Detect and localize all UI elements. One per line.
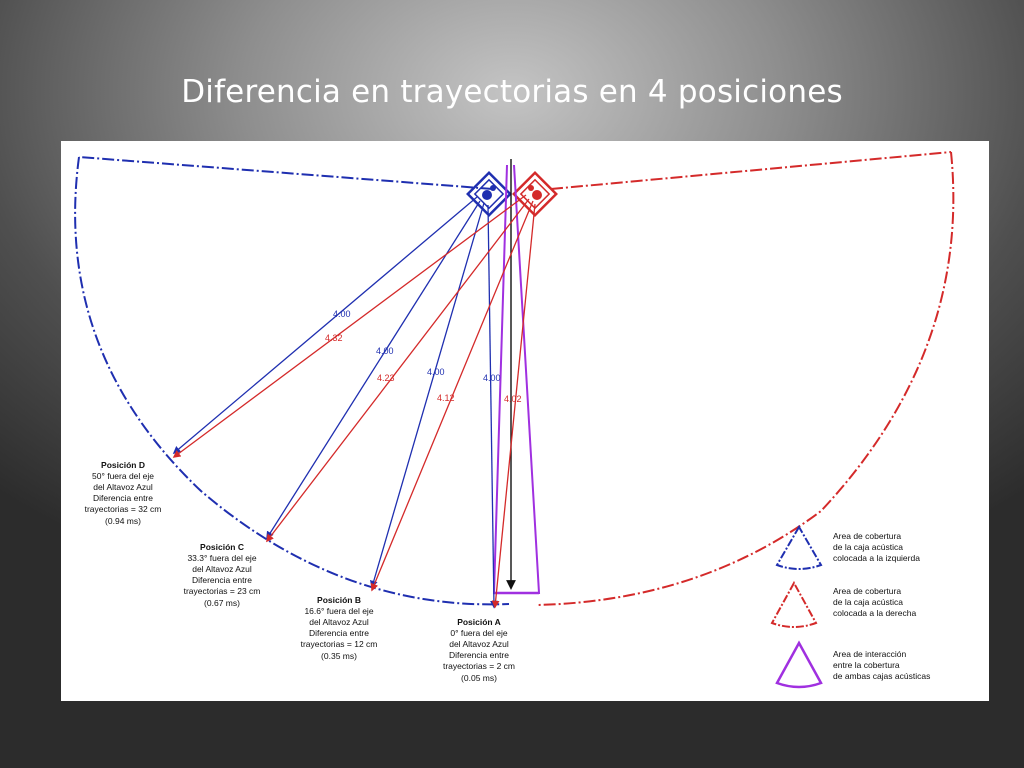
position-d-note: Posición D 50° fuera del eje del Altavoz…	[85, 460, 162, 526]
svg-text:(0.05 ms): (0.05 ms)	[461, 673, 497, 683]
svg-text:33.3° fuera del eje: 33.3° fuera del eje	[187, 553, 256, 563]
coverage-diagram: 4.00 4.32 4.00 4.23 4.00 4.12 4.00 4.02 …	[74, 151, 955, 689]
position-b-note: Posición B 16.6° fuera del eje del Altav…	[301, 595, 378, 661]
svg-text:16.6° fuera del eje: 16.6° fuera del eje	[304, 606, 373, 616]
interaction-area	[492, 164, 541, 595]
red-distance-c: 4.23	[377, 373, 395, 383]
svg-text:de la caja acústica: de la caja acústica	[833, 597, 903, 607]
red-distance-a: 4.02	[504, 394, 522, 404]
legend-interaction: Area de interacción entre la cobertura d…	[775, 640, 930, 689]
blue-distance-a: 4.00	[483, 373, 501, 383]
slide-title: Diferencia en trayectorias en 4 posicion…	[181, 74, 843, 110]
blue-cone-icon	[775, 525, 823, 570]
purple-cone-icon	[775, 640, 823, 689]
position-a-note: Posición A 0° fuera del eje del Altavoz …	[443, 617, 515, 683]
legend: Area de cobertura de la caja acústica co…	[770, 525, 930, 689]
svg-text:Diferencia entre: Diferencia entre	[93, 493, 153, 503]
blue-distance-d: 4.00	[333, 309, 351, 319]
svg-text:trayectorias = 2 cm: trayectorias = 2 cm	[443, 661, 515, 671]
blue-rays	[172, 196, 498, 609]
svg-text:Posición B: Posición B	[317, 595, 361, 605]
red-cone-icon	[770, 580, 818, 628]
svg-text:50° fuera del eje: 50° fuera del eje	[92, 471, 154, 481]
blue-coverage-boundary	[74, 156, 510, 606]
diagram-panel: 4.00 4.32 4.00 4.23 4.00 4.12 4.00 4.02 …	[61, 141, 989, 701]
svg-text:Posición C: Posición C	[200, 542, 244, 552]
svg-text:del Altavoz Azul: del Altavoz Azul	[449, 639, 509, 649]
legend-right-coverage: Area de cobertura de la caja acústica co…	[770, 580, 916, 628]
svg-text:0° fuera del eje: 0° fuera del eje	[450, 628, 508, 638]
svg-text:trayectorias = 32 cm: trayectorias = 32 cm	[85, 504, 162, 514]
legend-left-coverage: Area de cobertura de la caja acústica co…	[775, 525, 920, 570]
svg-text:Posición D: Posición D	[101, 460, 145, 470]
svg-text:Area de interacción: Area de interacción	[833, 649, 907, 659]
svg-text:Area de cobertura: Area de cobertura	[833, 586, 901, 596]
svg-text:Diferencia entre: Diferencia entre	[309, 628, 369, 638]
svg-text:del Altavoz Azul: del Altavoz Azul	[309, 617, 369, 627]
red-distance-b: 4.12	[437, 393, 455, 403]
svg-text:de la caja acústica: de la caja acústica	[833, 542, 903, 552]
red-rays	[172, 194, 536, 609]
svg-text:(0.67 ms): (0.67 ms)	[204, 598, 240, 608]
svg-text:del Altavoz Azul: del Altavoz Azul	[192, 564, 252, 574]
svg-text:Posición A: Posición A	[457, 617, 501, 627]
red-distance-d: 4.32	[325, 333, 343, 343]
red-coverage-boundary	[536, 151, 955, 606]
svg-text:de ambas cajas acústicas: de ambas cajas acústicas	[833, 671, 930, 681]
position-c-note: Posición C 33.3° fuera del eje del Altav…	[184, 542, 261, 608]
svg-text:del Altavoz Azul: del Altavoz Azul	[93, 482, 153, 492]
blue-speaker-icon	[466, 171, 512, 217]
svg-text:Area de cobertura: Area de cobertura	[833, 531, 901, 541]
svg-text:colocada a la derecha: colocada a la derecha	[833, 608, 916, 618]
svg-text:Diferencia entre: Diferencia entre	[449, 650, 509, 660]
svg-text:trayectorias = 12 cm: trayectorias = 12 cm	[301, 639, 378, 649]
blue-distance-c: 4.00	[376, 346, 394, 356]
blue-distance-b: 4.00	[427, 367, 445, 377]
svg-text:trayectorias = 23 cm: trayectorias = 23 cm	[184, 586, 261, 596]
svg-text:entre la cobertura: entre la cobertura	[833, 660, 900, 670]
svg-text:(0.35 ms): (0.35 ms)	[321, 651, 357, 661]
svg-text:Diferencia entre: Diferencia entre	[192, 575, 252, 585]
svg-text:colocada a la izquierda: colocada a la izquierda	[833, 553, 920, 563]
svg-text:(0.94 ms): (0.94 ms)	[105, 516, 141, 526]
